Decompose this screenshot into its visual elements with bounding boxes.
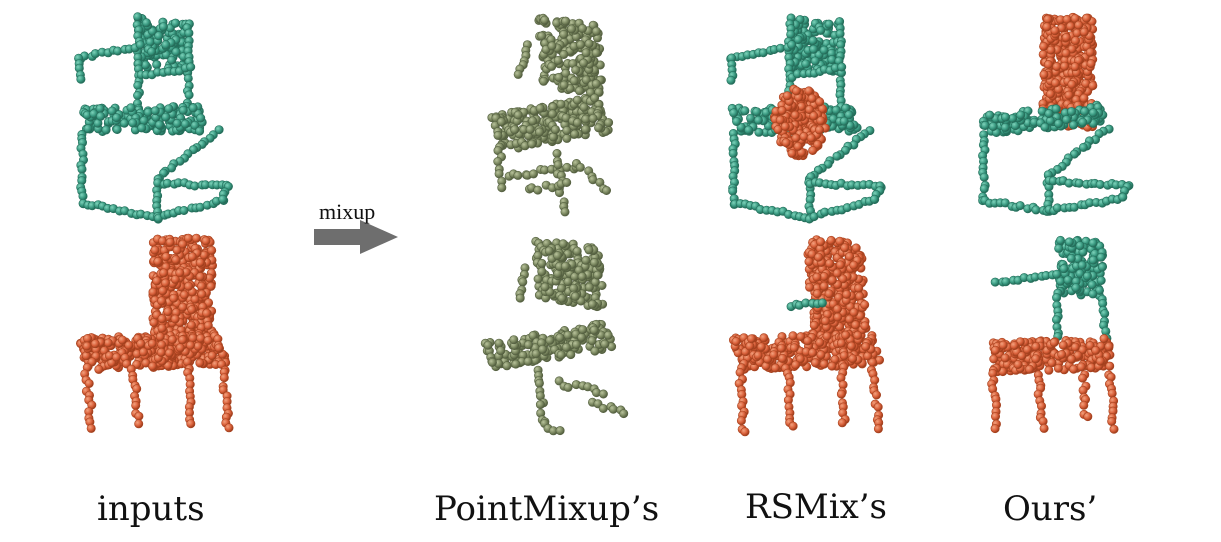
- point-cloud-layer: [74, 12, 1134, 437]
- mixup-arrow: [314, 220, 398, 254]
- caption-pointmixup: PointMixup’s: [434, 489, 660, 529]
- mixup-arrow-head: [360, 220, 398, 254]
- mixup-label: mixup: [319, 199, 376, 224]
- caption-rsmix: RSMix’s: [745, 487, 888, 527]
- caption-ours: Ours’: [1003, 489, 1098, 529]
- caption-inputs: inputs: [97, 489, 205, 529]
- mixup-arrow-shaft: [314, 229, 362, 245]
